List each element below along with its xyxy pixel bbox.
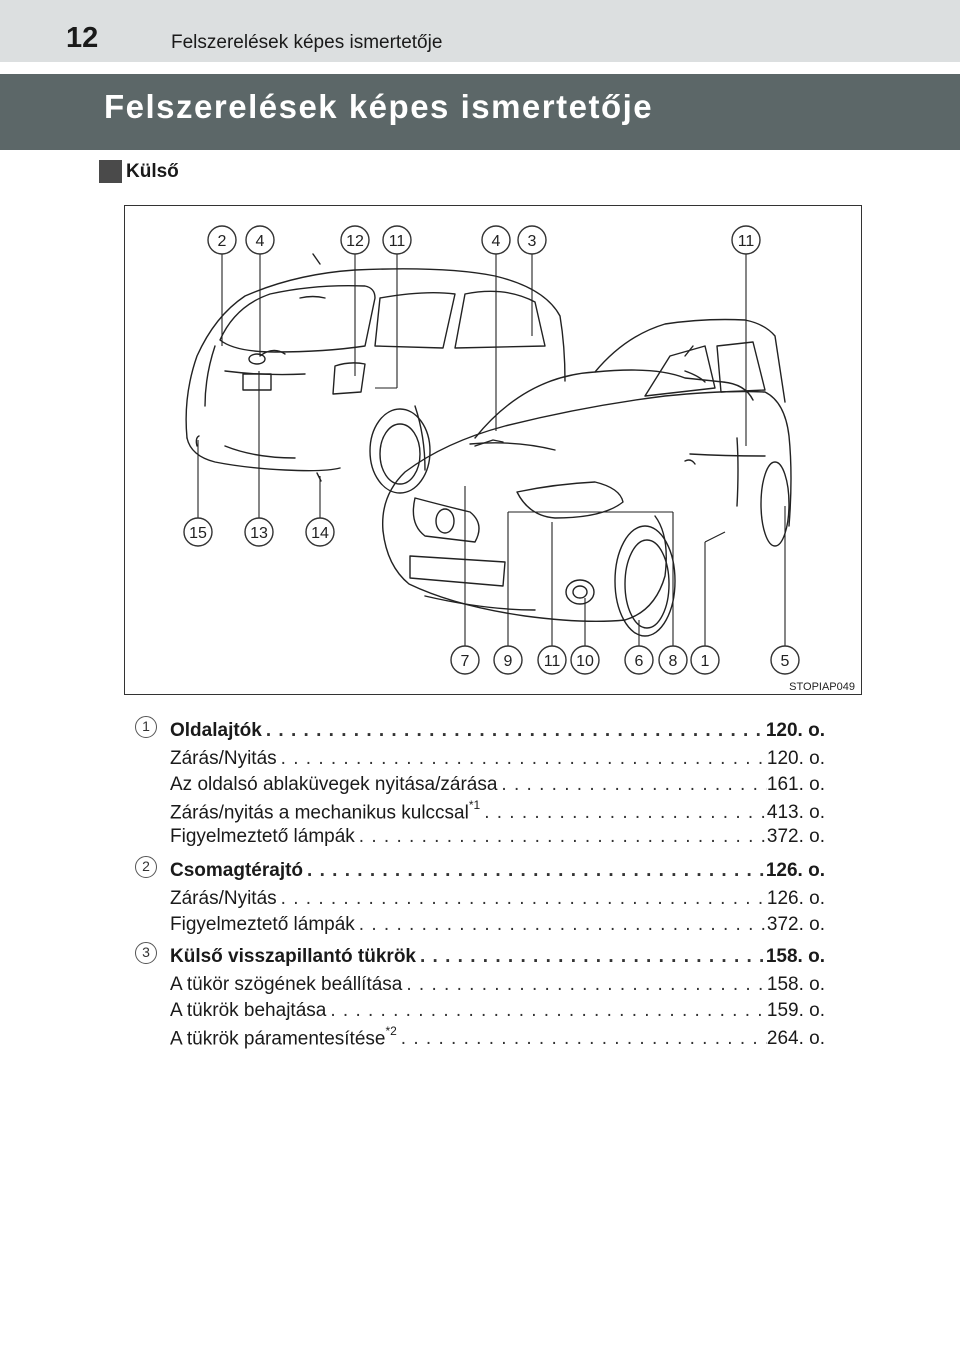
page-ref: 126. o. (765, 860, 825, 881)
leader-dots (480, 802, 767, 824)
callout-7: 7 (461, 653, 470, 670)
callout-12: 12 (346, 233, 364, 250)
entry-number: 1 (135, 716, 157, 738)
leader-dots (277, 748, 767, 770)
callout-9: 9 (504, 653, 513, 670)
item-label: Zárás/Nyitás (170, 888, 277, 909)
callout-11: 11 (389, 233, 406, 250)
item-label: Figyelmeztető lámpák (170, 914, 355, 935)
item-label: Zárás/Nyitás (170, 748, 277, 769)
entry-title-line[interactable]: Külső visszapillantó tükrök 158. o. (170, 946, 825, 968)
callout-11: 11 (738, 233, 755, 250)
entry-title-line[interactable]: Csomagtérajtó 126. o. (170, 860, 825, 882)
page-title: Felszerelések képes ismertetője (104, 88, 654, 125)
entry-number: 2 (135, 856, 157, 878)
header-strip (0, 0, 960, 62)
page-ref: 120. o. (765, 720, 825, 741)
page-ref: 161. o. (766, 774, 825, 795)
callout-10: 10 (576, 653, 594, 670)
page-ref: 159. o. (766, 1000, 825, 1021)
page-ref: 158. o. (766, 974, 825, 995)
leader-dots (326, 1000, 767, 1022)
entry-item-line[interactable]: Zárás/nyitás a mechanikus kulccsal*1 413… (170, 800, 825, 824)
entry-item-line[interactable]: Az oldalsó ablaküvegek nyitása/zárása 16… (170, 774, 825, 796)
leader-dots (497, 774, 766, 796)
entry-title: Csomagtérajtó (170, 860, 304, 881)
callout-8: 8 (669, 653, 678, 670)
entry-title-line[interactable]: Oldalajtók 120. o. (170, 720, 825, 742)
entry-title: Oldalajtók (170, 720, 262, 741)
entry-title: Külső visszapillantó tükrök (170, 946, 416, 967)
entry-item-line[interactable]: A tükrök behajtása 159. o. (170, 1000, 825, 1022)
page-ref: 264. o. (766, 1028, 825, 1050)
leader-dots (355, 914, 767, 936)
page-ref: 372. o. (766, 826, 825, 847)
callout-14: 14 (311, 525, 329, 542)
item-label: A tükör szögének beállítása (170, 974, 403, 995)
entry-item-line[interactable]: Figyelmeztető lámpák 372. o. (170, 914, 825, 936)
leader-dots (397, 1028, 767, 1050)
running-title: Felszerelések képes ismertetője (171, 32, 443, 53)
figure-code: STOPIAP049 (789, 681, 855, 693)
page-ref: 158. o. (765, 946, 825, 967)
entry-item-line[interactable]: Zárás/Nyitás 120. o. (170, 748, 825, 770)
callout-4: 4 (256, 233, 265, 250)
page-ref: 413. o. (766, 802, 825, 824)
car-drawing: 2 4 12 11 4 3 11 15 13 14 7 9 11 10 6 8 … (183, 225, 855, 693)
leader-dots (277, 888, 767, 910)
leader-dots (262, 720, 766, 742)
item-label: A tükrök páramentesítése (170, 1028, 386, 1050)
section-square-icon (99, 160, 122, 183)
entry-item-line[interactable]: A tükör szögének beállítása 158. o. (170, 974, 825, 996)
callout-13: 13 (250, 525, 268, 542)
callout-5: 5 (781, 653, 790, 670)
callout-1: 1 (701, 653, 710, 670)
callout-15: 15 (189, 525, 207, 542)
leader-dots (355, 826, 767, 848)
page-ref: 372. o. (766, 914, 825, 935)
entry-item-line[interactable]: Zárás/Nyitás 126. o. (170, 888, 825, 910)
leader-dots (402, 974, 767, 996)
entry-item-line[interactable]: A tükrök páramentesítése*2 264. o. (170, 1026, 825, 1050)
item-label: A tükrök behajtása (170, 1000, 327, 1021)
page-ref: 126. o. (766, 888, 825, 909)
callout-2: 2 (218, 233, 227, 250)
callout-4: 4 (492, 233, 501, 250)
page-ref: 120. o. (766, 748, 825, 769)
section-heading: Külső (99, 160, 179, 183)
footnote-mark: *1 (468, 800, 481, 812)
item-label: Az oldalsó ablaküvegek nyitása/zárása (170, 774, 498, 795)
entry-item-line[interactable]: Figyelmeztető lámpák 372. o. (170, 826, 825, 848)
car-exterior-illustration: 2 4 12 11 4 3 11 15 13 14 7 9 11 10 6 8 … (124, 205, 862, 695)
item-label: Zárás/nyitás a mechanikus kulccsal (170, 802, 469, 824)
footnote-mark: *2 (385, 1026, 397, 1038)
page-number: 12 (66, 22, 99, 54)
callout-11: 11 (544, 653, 561, 670)
section-label: Külső (126, 160, 179, 182)
item-label: Figyelmeztető lámpák (170, 826, 355, 847)
callout-3: 3 (528, 233, 537, 250)
leader-dots (416, 946, 766, 968)
entry-number: 3 (135, 942, 157, 964)
callout-6: 6 (635, 653, 644, 670)
leader-dots (303, 860, 766, 882)
title-band: Felszerelések képes ismertetője (0, 74, 960, 150)
